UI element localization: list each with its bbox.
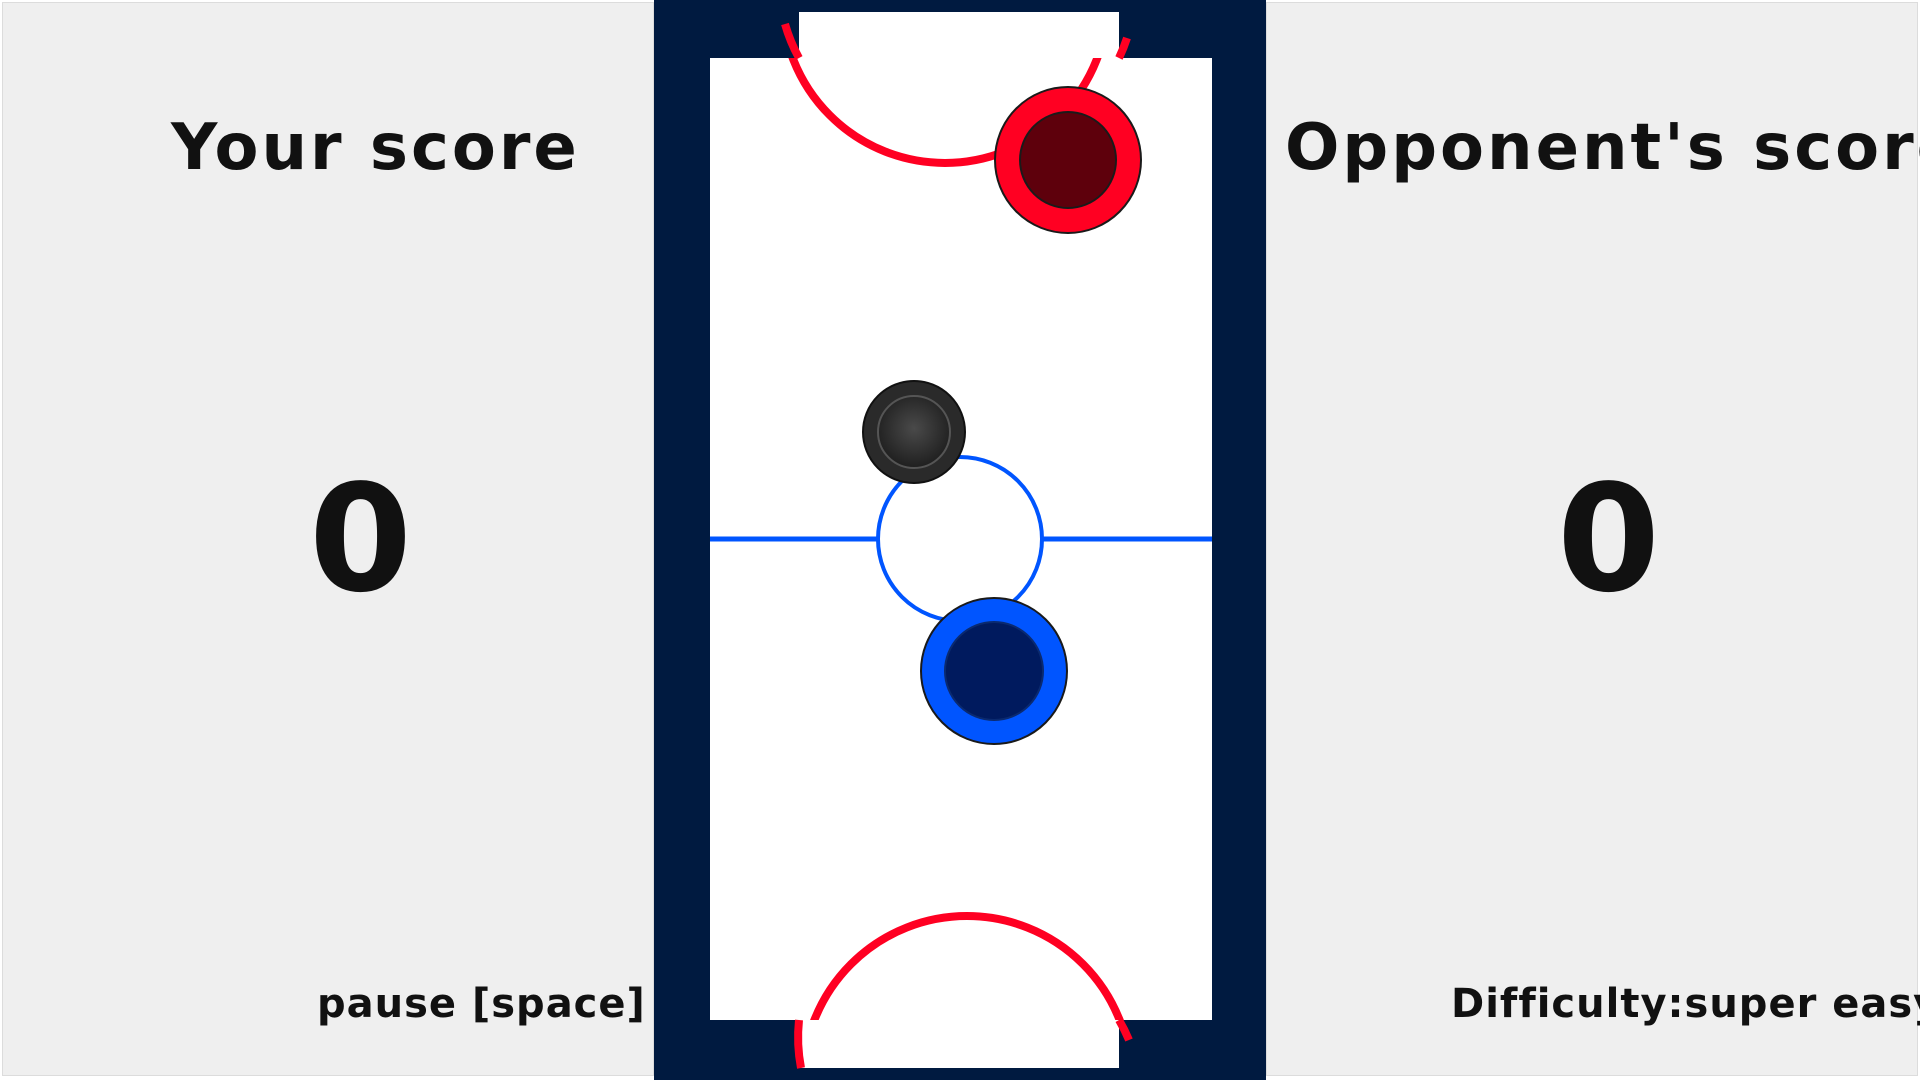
- top-goal-arc-left-edge: [781, 22, 803, 60]
- rink-canvas[interactable]: [654, 0, 1266, 1080]
- player-score-value: 0: [309, 453, 412, 625]
- hockey-rink[interactable]: [654, 0, 1266, 1080]
- puck: [862, 380, 966, 484]
- player-mallet[interactable]: [920, 597, 1068, 745]
- opponent-score-value: 0: [1557, 453, 1660, 625]
- opponent-score-title: Opponent's score: [1285, 111, 1920, 185]
- bottom-goal: [799, 1020, 1119, 1068]
- bottom-goal-arc-left-edge: [794, 1019, 805, 1069]
- opponent-score-panel: Opponent's score 0 Difficulty:super easy: [1266, 2, 1920, 1076]
- bottom-goal-arc: [810, 912, 1124, 1020]
- player-score-panel: Your score 0 pause [space]: [2, 2, 654, 1076]
- pause-hint[interactable]: pause [space]: [317, 981, 646, 1027]
- opponent-mallet: [994, 86, 1142, 234]
- top-goal-arc: [788, 58, 1102, 167]
- top-goal: [799, 12, 1119, 58]
- top-goal-arc-right-edge: [1115, 36, 1131, 60]
- difficulty-label: Difficulty:super easy: [1451, 981, 1920, 1027]
- bottom-goal-arc-right-edge: [1115, 1017, 1133, 1042]
- player-score-title: Your score: [171, 111, 580, 185]
